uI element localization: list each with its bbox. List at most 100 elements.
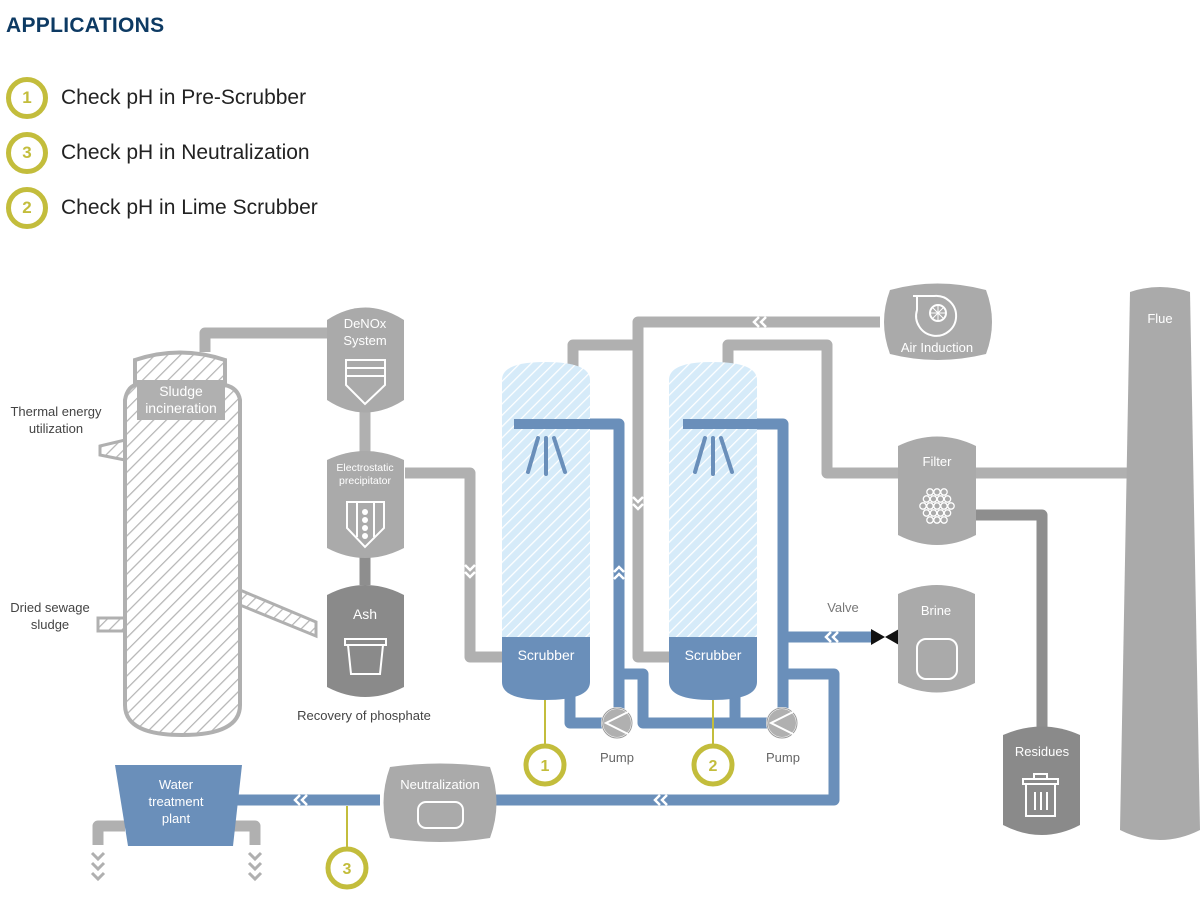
thermal-energy-label: Thermal energy: [10, 404, 102, 419]
svg-text:1: 1: [541, 758, 550, 775]
pipe-to-neutralization: [496, 668, 840, 806]
arrow-left-icon: [653, 794, 668, 806]
svg-text:System: System: [343, 333, 386, 348]
pipe-water-left: [92, 820, 125, 845]
pump-label: Pump: [766, 750, 800, 765]
marker-leads: [346, 700, 714, 850]
pump-1: [601, 707, 633, 739]
svg-text:precipitator: precipitator: [339, 475, 391, 487]
water-treatment-plant: Water treatment plant: [115, 765, 242, 846]
spray-nozzle-icon: [693, 436, 734, 476]
pipe-air-scrubber2: [632, 316, 880, 663]
phosphate-label: Recovery of phosphate: [297, 708, 431, 723]
catalyst-icon: [345, 359, 386, 406]
marker-3: 3: [325, 846, 369, 890]
valve-icon: [871, 629, 899, 645]
pump-label: Pump: [600, 750, 634, 765]
legend-label: Check pH in Lime Scrubber: [61, 195, 318, 219]
filter-media-circle: [943, 509, 952, 517]
arrow-down-icon: [464, 564, 476, 579]
pipe-scrubber2-filter: [722, 339, 900, 479]
dried-sludge-label: Dried sewage: [10, 600, 90, 615]
svg-text:Filter: Filter: [923, 454, 953, 469]
page-title: APPLICATIONS: [6, 14, 165, 37]
svg-text:2: 2: [709, 758, 718, 775]
brine-tank: Brine: [898, 585, 975, 693]
marker-2: 2: [691, 743, 735, 787]
ash-container: Ash: [327, 585, 404, 697]
filter: Filter: [898, 436, 976, 545]
svg-text:treatment: treatment: [149, 794, 204, 809]
filter-media-circle: [943, 495, 952, 503]
pipe-scrubber1-pump: [564, 690, 610, 729]
arrow-left-icon: [293, 794, 308, 806]
arrow-down-icon: [632, 496, 644, 511]
incinerator-label: Sludge: [159, 383, 203, 399]
pipe-water-right: [233, 820, 261, 845]
sludge-incinerator: Sludge incineration: [96, 350, 318, 738]
svg-text:Brine: Brine: [921, 603, 951, 618]
filter-media-circle: [947, 502, 955, 510]
valve-label: Valve: [827, 600, 859, 615]
pump-icon: [768, 711, 794, 735]
arrow-left-icon: [824, 631, 839, 643]
pipe-filter-residues: [975, 509, 1048, 730]
thermal-energy-label: utilization: [29, 421, 83, 436]
tank-icon: [417, 801, 464, 829]
svg-text:DeNOx: DeNOx: [344, 316, 387, 331]
legend-label: Check pH in Neutralization: [61, 140, 310, 164]
svg-text:Electrostatic: Electrostatic: [336, 462, 393, 474]
filter-media-circle: [940, 488, 948, 496]
svg-text:Scrubber: Scrubber: [518, 647, 575, 663]
svg-text:3: 3: [343, 861, 352, 878]
electrostatic-precipitator: Electrostatic precipitator: [327, 451, 404, 558]
precipitator-icon: [346, 501, 385, 549]
incinerator-label: incineration: [145, 400, 217, 416]
dried-sludge-label: sludge: [31, 617, 69, 632]
legend-item: 1 Check pH in Pre-Scrubber: [6, 70, 318, 125]
svg-text:Neutralization: Neutralization: [400, 777, 480, 792]
legend-item: 3 Check pH in Neutralization: [6, 125, 318, 180]
svg-text:Scrubber: Scrubber: [685, 647, 742, 663]
trash-icon: [1022, 773, 1059, 817]
svg-text:Air Induction: Air Induction: [901, 340, 973, 355]
fan-icon: [913, 294, 958, 337]
svg-text:Residues: Residues: [1015, 744, 1070, 759]
legend-label: Check pH in Pre-Scrubber: [61, 85, 307, 109]
tank-icon: [916, 638, 958, 680]
pipe-pump1-scrubber2: [619, 668, 735, 729]
svg-text:Ash: Ash: [353, 606, 377, 622]
filter-media-icon: [919, 488, 955, 524]
marker-1: 1: [523, 743, 567, 787]
legend: 1 Check pH in Pre-Scrubber 3 Check pH in…: [6, 70, 318, 235]
svg-text:Flue: Flue: [1147, 311, 1172, 326]
legend-item: 2 Check pH in Lime Scrubber: [6, 180, 318, 235]
pipe-scrubber1-top: [567, 339, 638, 368]
liquid-flow-arrows: [293, 565, 839, 806]
bucket-icon: [344, 638, 387, 675]
marker-badge: 3: [6, 131, 48, 174]
neutralization-tank: Neutralization: [383, 763, 497, 842]
air-induction: Air Induction: [884, 283, 992, 360]
pipe-incinerator-denox: [199, 327, 330, 352]
svg-text:Water: Water: [159, 777, 194, 792]
lime-scrubber: Scrubber: [669, 362, 783, 700]
pump-2: [766, 707, 798, 739]
residues-container: Residues: [1003, 726, 1080, 835]
arrow-left-icon: [752, 316, 767, 328]
pump-icon: [603, 711, 629, 735]
marker-badge: 2: [6, 186, 48, 229]
spray-nozzle-icon: [526, 436, 567, 476]
residue-pipes: [359, 509, 1048, 730]
arrow-up-icon: [613, 565, 625, 580]
pre-scrubber: Scrubber: [502, 362, 619, 700]
marker-badge: 1: [6, 76, 48, 119]
valve: [871, 629, 899, 645]
flow-arrows-outer: [90, 851, 263, 882]
svg-text:plant: plant: [162, 811, 191, 826]
incinerator-label-bg: [137, 380, 225, 420]
filter-media-circle: [940, 516, 948, 524]
pipe-esp-scrubber1: [405, 467, 505, 663]
flue-stack: Flue: [1120, 287, 1200, 840]
